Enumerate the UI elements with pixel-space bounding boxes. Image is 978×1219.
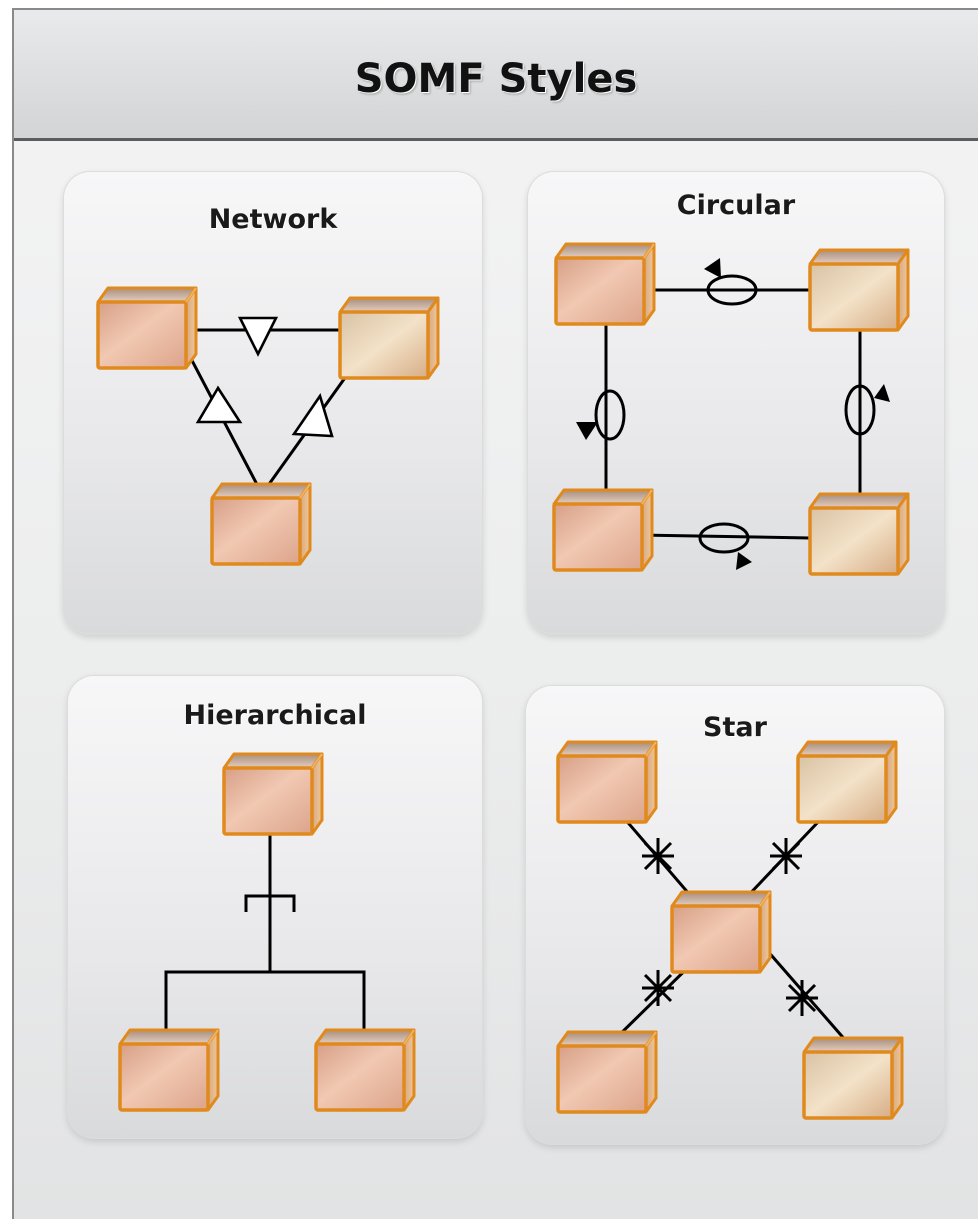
page-title: SOMF Styles [354, 56, 638, 102]
star-node-top-right [796, 740, 898, 824]
panel-title-network: Network [208, 204, 338, 235]
asterisk-icon-top-left [640, 836, 676, 876]
asterisk-icon-top-right [768, 836, 804, 876]
star-node-center [670, 890, 772, 974]
diagram-layer [96, 242, 910, 1120]
star-node-bottom-right [802, 1036, 904, 1120]
circular-node-bottom-right [808, 492, 910, 576]
panel-title-circular: Circular [676, 190, 796, 221]
hierarchy-node-left [118, 1028, 220, 1112]
hierarchy-node-right [314, 1028, 416, 1112]
network-node-left [96, 286, 198, 370]
network-diagram [96, 286, 440, 566]
star-node-top-left [556, 740, 658, 824]
panel-title-star: Star [703, 712, 767, 743]
somf-styles-figure: SOMF Styles Network Circular Hierarchica… [12, 8, 978, 1219]
rotate-arrow-bottom-icon [698, 522, 752, 570]
asterisk-icon-bottom-left [640, 968, 676, 1008]
network-node-right [338, 296, 440, 380]
circular-edge-bottom [637, 533, 811, 540]
hierarchy-connector-icon [244, 894, 296, 912]
star-node-bottom-left [556, 1030, 658, 1114]
network-connector-top [176, 316, 344, 357]
circular-node-bottom-left [552, 488, 654, 572]
asterisk-icon-bottom-right [784, 978, 820, 1018]
rotate-arrow-top-icon [704, 258, 758, 306]
circular-diagram [552, 242, 910, 576]
rotate-arrow-left-icon [576, 389, 626, 441]
network-node-bottom [210, 482, 312, 566]
rotate-arrow-right-icon [844, 384, 890, 436]
hierarchical-diagram [118, 752, 416, 1112]
circular-node-top-left [554, 242, 656, 326]
header-bar: SOMF Styles [14, 10, 978, 141]
star-diagram [556, 740, 904, 1120]
panel-title-hierarchical: Hierarchical [183, 700, 367, 731]
hierarchy-node-root [222, 752, 324, 836]
network-connector-right [260, 367, 354, 495]
circular-node-top-right [808, 248, 910, 332]
hierarchy-branch [164, 970, 366, 1040]
